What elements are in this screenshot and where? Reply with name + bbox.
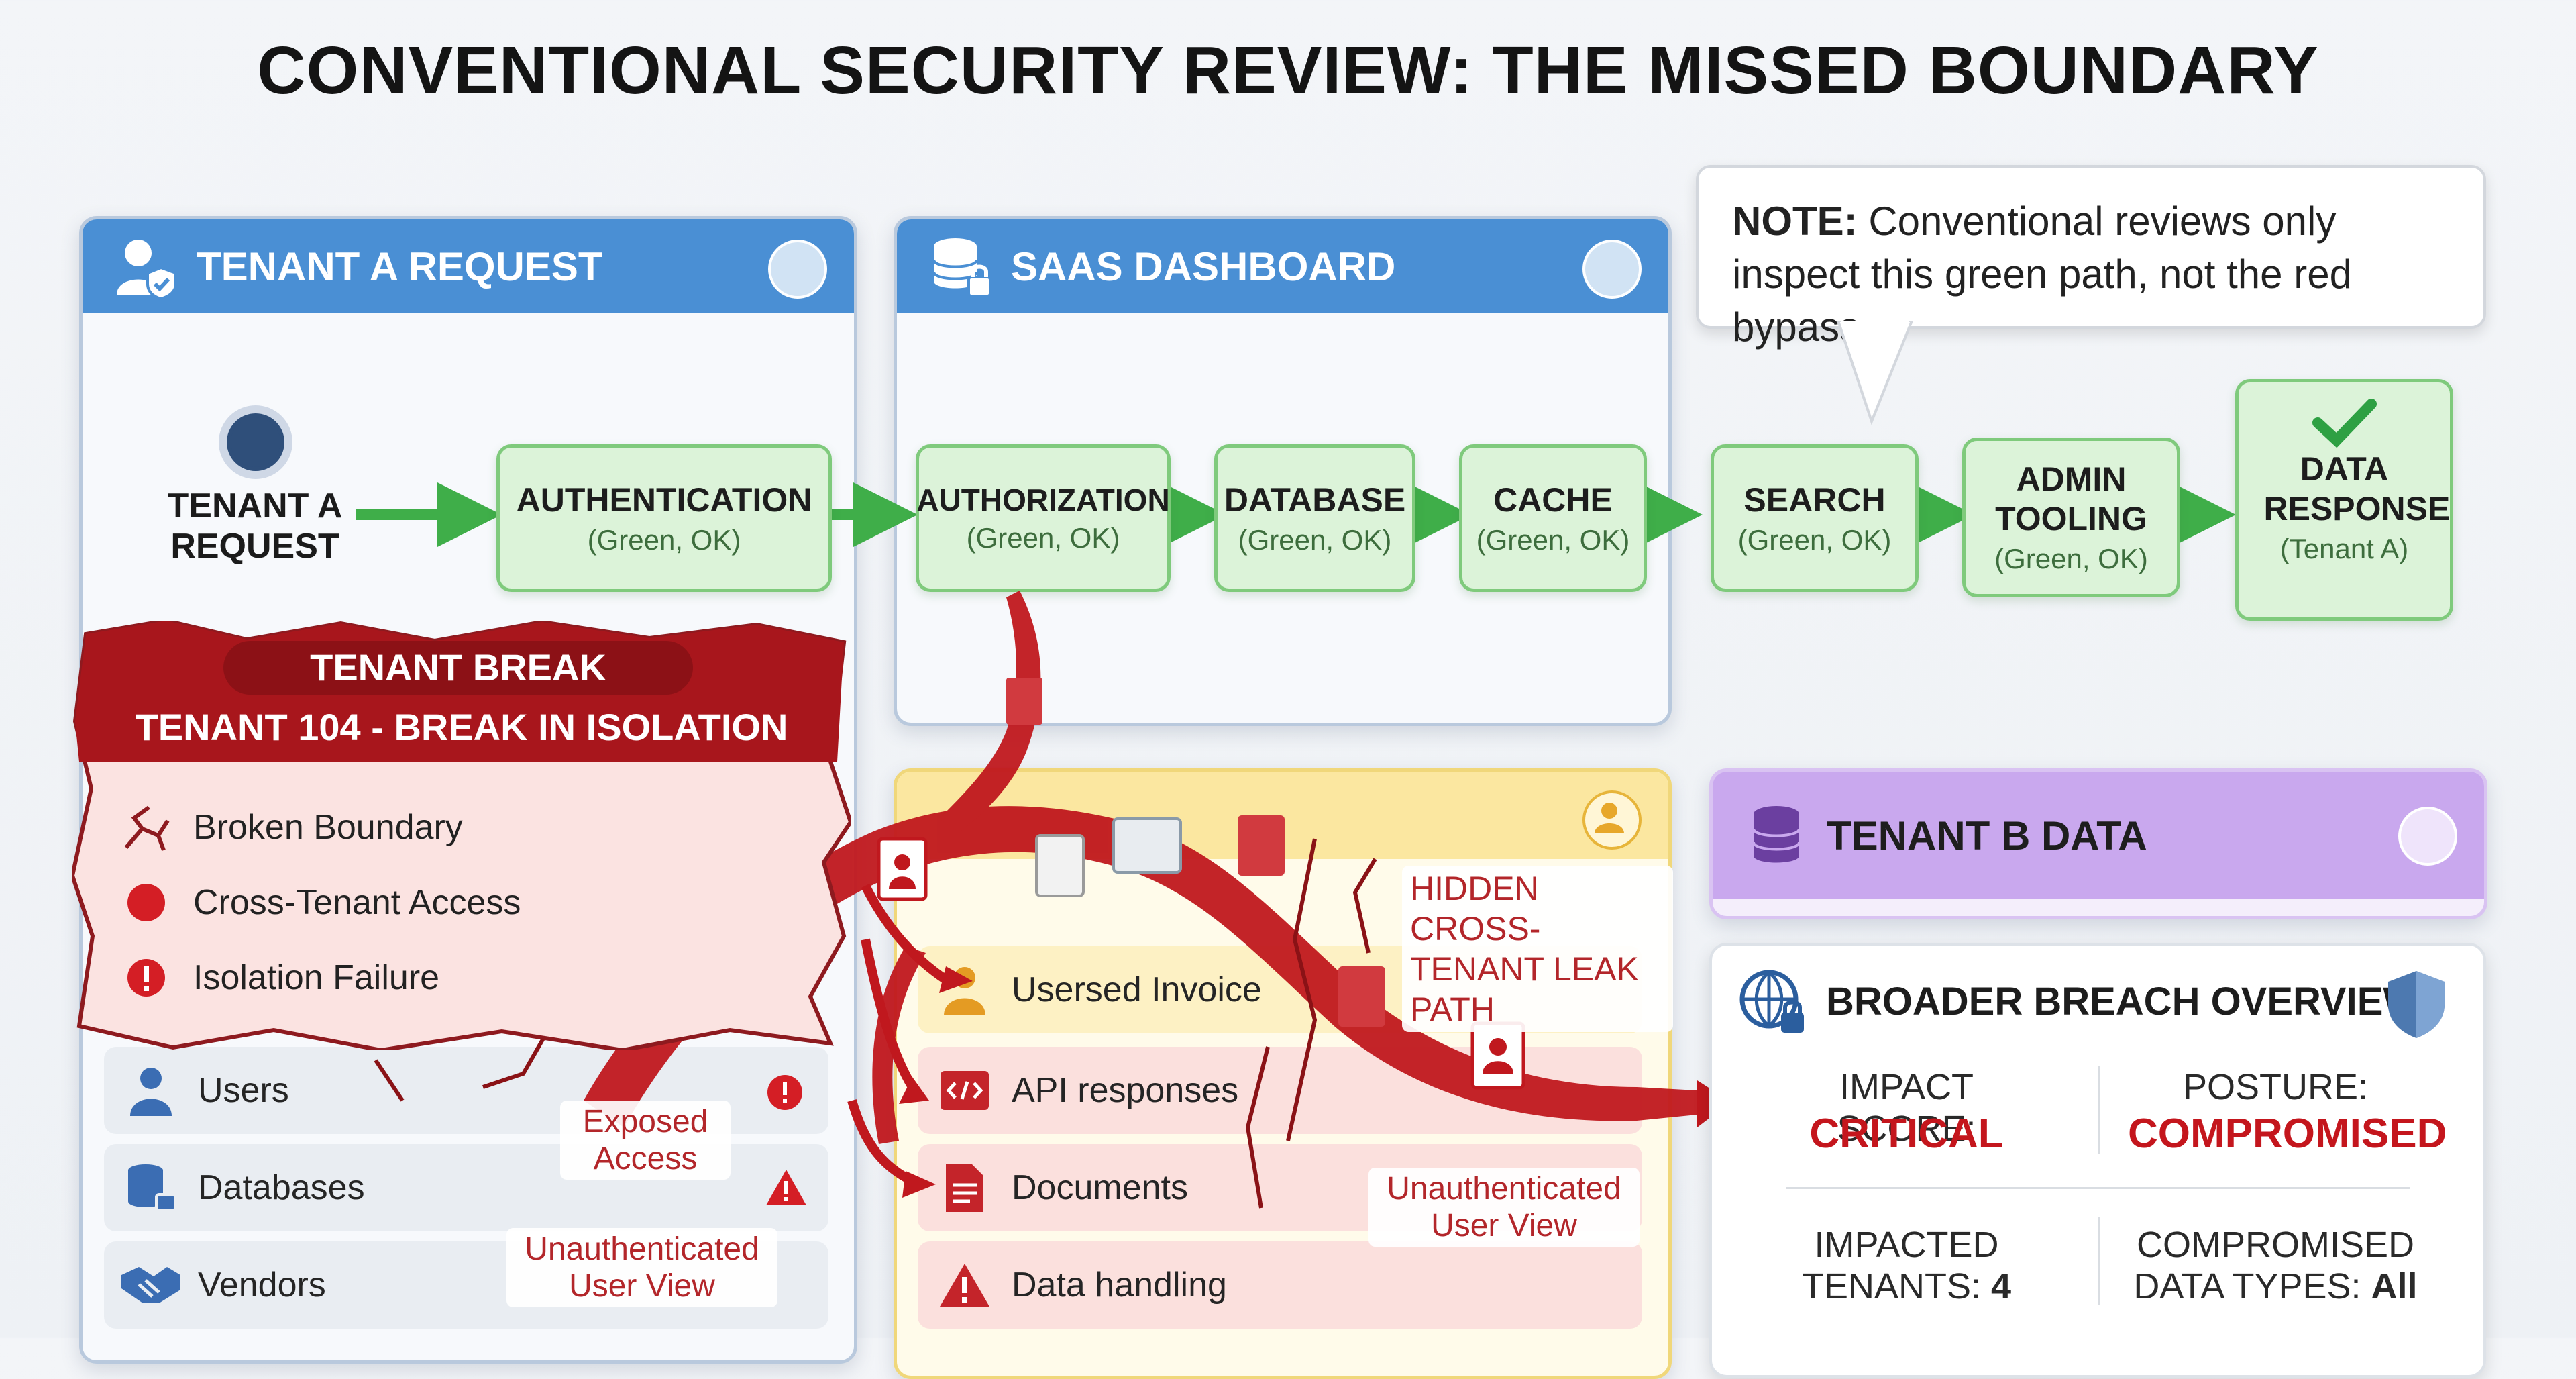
hidden-leak-path-label: HIDDEN CROSS-TENANT LEAK PATH <box>1402 866 1673 1032</box>
node-search[interactable]: SEARCH (Green, OK) <box>1711 444 1919 592</box>
user-shield-icon <box>109 229 183 303</box>
breach-title: BROADER BREACH OVERVIEW <box>1826 980 2420 1023</box>
list-item-data-handling[interactable]: Data handling <box>918 1241 1642 1329</box>
impact-score-label: IMPACT SCORE: <box>1837 1067 1976 1149</box>
node-status: (Tenant A) <box>2279 533 2409 564</box>
node-authorization[interactable]: AUTHORIZATION (Green, OK) <box>916 444 1171 592</box>
node-label: SEARCH <box>1743 480 1886 519</box>
database-icon <box>1739 799 1813 872</box>
impacted-tenants-value: 4 <box>1991 1266 2012 1307</box>
posture-label: POSTURE: <box>2182 1067 2369 1107</box>
warning-icon <box>931 1261 998 1309</box>
node-status: (Green, OK) <box>1994 543 2148 574</box>
shield-icon <box>2388 971 2445 1038</box>
exposed-alert-icon <box>767 1075 802 1110</box>
vertical-divider <box>2098 1066 2100 1154</box>
tenant-a-header: TENANT A REQUEST <box>83 219 854 313</box>
tenant-a-title: TENANT A REQUEST <box>197 244 603 289</box>
alert-circle-icon <box>127 959 165 997</box>
node-label: AUTHORIZATION <box>916 482 1170 517</box>
node-status: (Green, OK) <box>966 522 1120 554</box>
exposed-access-label: Exposed Access <box>560 1101 731 1180</box>
node-database[interactable]: DATABASE (Green, OK) <box>1214 444 1415 592</box>
node-status: (Green, OK) <box>1238 523 1392 556</box>
horizontal-divider <box>1786 1187 2410 1189</box>
break-item-label: Isolation Failure <box>193 958 440 997</box>
node-label: ADMIN TOOLING <box>1995 460 2147 538</box>
status-circle-icon <box>2398 807 2457 866</box>
tenant-b-title: TENANT B DATA <box>1827 813 2147 858</box>
note-callout: NOTE: Conventional reviews only inspect … <box>1696 165 2486 350</box>
status-circle-icon <box>1582 240 1642 299</box>
list-item-label: API responses <box>1012 1071 1239 1110</box>
note-text: Conventional reviews only inspect this g… <box>1732 199 2352 350</box>
note-label: NOTE: <box>1732 199 1858 244</box>
list-item-label: Vendors <box>198 1266 326 1305</box>
note-pointer <box>1836 321 1914 425</box>
document-icon <box>931 1161 998 1215</box>
impact-score-value: CRITICAL <box>1809 1111 2004 1157</box>
vertical-divider <box>2098 1217 2100 1305</box>
node-authentication[interactable]: AUTHENTICATION (Green, OK) <box>496 444 832 592</box>
node-cache[interactable]: CACHE (Green, OK) <box>1459 444 1647 592</box>
list-item-label: Databases <box>198 1168 365 1207</box>
red-dot-icon <box>127 884 165 921</box>
database-lock-icon <box>924 229 998 303</box>
handshake-icon <box>117 1262 184 1309</box>
node-status: (Green, OK) <box>1476 523 1630 556</box>
node-status: (Green, OK) <box>587 523 741 556</box>
code-icon <box>931 1067 998 1114</box>
breach-overview-card: BROADER BREACH OVERVIEW IMPACT SCORE: CR… <box>1709 943 2486 1378</box>
list-item-label: Users <box>198 1071 289 1110</box>
user-circle-icon <box>1582 790 1642 850</box>
crack-icon <box>124 805 170 852</box>
node-label: AUTHENTICATION <box>516 480 812 519</box>
status-circle-icon <box>768 240 827 299</box>
compromised-types-label: COMPROMISED DATA TYPES: <box>2133 1225 2415 1307</box>
node-data-response[interactable]: DATA RESPONSE (Tenant A) <box>2235 379 2453 621</box>
posture-value: COMPROMISED <box>2128 1111 2447 1157</box>
saas-title: SAAS DASHBOARD <box>1011 244 1396 289</box>
saas-header: SAAS DASHBOARD <box>897 219 1668 313</box>
list-item-label: Data handling <box>1012 1266 1227 1305</box>
node-label: DATA RESPONSE <box>2263 450 2451 527</box>
break-item: Cross-Tenant Access <box>119 876 521 929</box>
compromised-data-types: COMPROMISED DATA TYPES: All <box>2128 1224 2423 1307</box>
checkmark-icon <box>2312 399 2377 448</box>
node-label: DATABASE <box>1224 480 1406 519</box>
break-item: Isolation Failure <box>119 951 439 1005</box>
node-status: (Green, OK) <box>1737 523 1892 556</box>
unauthenticated-view-label-left: Unauthenticated User View <box>506 1228 777 1308</box>
exposed-warning-icon <box>766 1170 806 1205</box>
user-icon <box>117 1064 184 1117</box>
node-admin-tooling[interactable]: ADMIN TOOLING (Green, OK) <box>1962 438 2180 597</box>
impacted-tenants-label: IMPACTED TENANTS: <box>1801 1225 1999 1307</box>
break-item-label: Broken Boundary <box>193 808 463 847</box>
globe-lock-icon <box>1739 970 1804 1033</box>
tenant-break-subtitle: TENANT 104 - BREAK IN ISOLATION <box>135 706 788 748</box>
list-item-label: Documents <box>1012 1168 1188 1207</box>
unauthenticated-view-label-right: Unauthenticated User View <box>1368 1168 1640 1247</box>
page-title: CONVENTIONAL SECURITY REVIEW: THE MISSED… <box>257 33 2319 108</box>
impacted-tenants: IMPACTED TENANTS: 4 <box>1779 1224 2034 1307</box>
break-item-label: Cross-Tenant Access <box>193 883 521 922</box>
node-label: CACHE <box>1493 480 1613 519</box>
compromised-types-value: All <box>2371 1266 2418 1307</box>
database-lock-icon <box>117 1161 184 1215</box>
tenant-b-panel: TENANT B DATA <box>1709 768 2487 919</box>
tenant-break-title: TENANT BREAK <box>223 641 693 695</box>
green-path-arrows <box>356 482 2236 547</box>
tenant-b-header: TENANT B DATA <box>1713 772 2484 899</box>
request-origin-label: TENANT A REQUEST <box>167 487 343 566</box>
tenant-break-card: TENANT BREAK TENANT 104 - BREAK IN ISOLA… <box>72 621 851 1050</box>
break-item: Broken Boundary <box>119 801 463 854</box>
list-item-label: Usersed Invoice <box>1012 970 1262 1009</box>
